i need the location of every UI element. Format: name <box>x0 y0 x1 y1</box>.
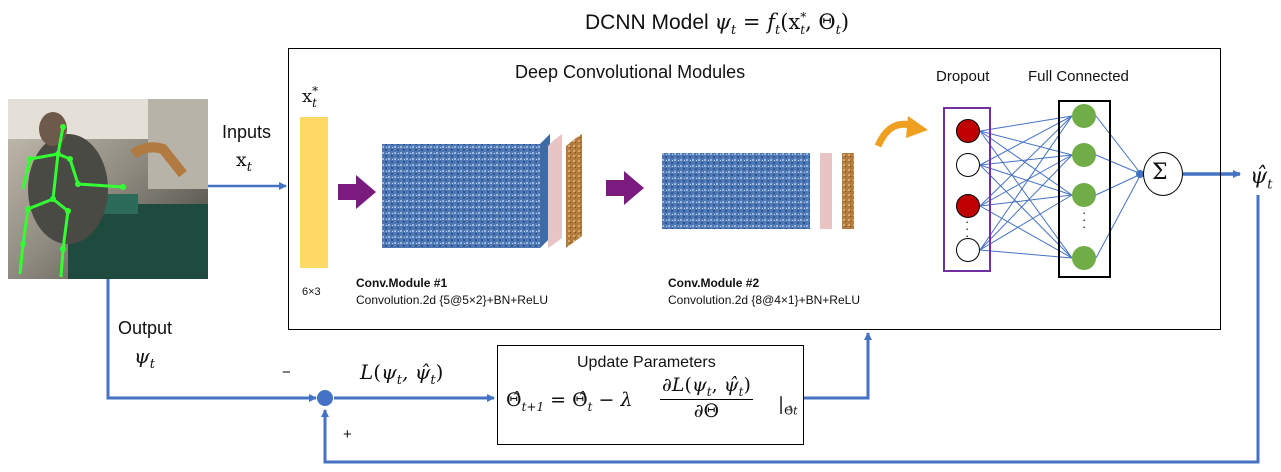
conv-module-2-block <box>662 153 854 229</box>
purple-right-arrow <box>606 171 644 205</box>
fc-neuron <box>1072 246 1096 270</box>
output-line <box>106 278 317 402</box>
sum-symbol: Σ <box>1152 160 1168 185</box>
dropout-neuron-active <box>956 119 980 143</box>
dropout-layer <box>943 107 991 272</box>
fc-neuron <box>1072 183 1096 207</box>
dropout-label: Dropout <box>936 68 990 85</box>
orange-curved-arrow <box>874 116 928 148</box>
conv1-desc: Convolution.2d {5@5×2}+BN+ReLU <box>356 293 548 307</box>
dcnn-model-box <box>288 48 1221 330</box>
skeleton-tracking-photo <box>8 99 208 279</box>
input-vector-label: x*t <box>302 84 319 110</box>
dropout-neuron-dropped <box>956 153 980 177</box>
purple-right-arrow <box>338 175 376 209</box>
modules-title: Deep Convolutional Modules <box>515 62 746 82</box>
update-arrow <box>804 332 872 400</box>
sum-node <box>1143 152 1183 196</box>
feedback-line <box>321 195 1260 464</box>
conv2-desc: Convolution.2d {8@4×1}+BN+ReLU <box>668 293 860 307</box>
summing-node <box>317 390 333 406</box>
dropout-neuron-dropped <box>956 238 980 262</box>
fc-neuron <box>1072 143 1096 167</box>
conv-module-1-block <box>382 134 582 248</box>
dropout-neuron-active <box>956 194 980 218</box>
fully-connected-layer <box>1058 100 1111 278</box>
loss-label: L(ψt, ψ̂t) <box>360 360 444 388</box>
update-evaluated-at: |Θ̂t <box>778 394 798 418</box>
title-prefix: DCNN Model <box>585 11 715 34</box>
fc-neuron <box>1072 104 1096 128</box>
prediction-symbol: ψ̂t <box>1250 164 1273 193</box>
conv2-name: Conv.Module #2 <box>668 276 760 290</box>
fc-ellipsis: ··· <box>1082 205 1087 234</box>
plus-sign: + <box>343 426 352 443</box>
diagram-title: DCNN Model ψt = ft(x*t, Θt) <box>585 10 850 39</box>
update-fraction: ∂L(ψt, ψ̂t) ∂Θ <box>660 374 753 422</box>
minus-sign: − <box>282 364 291 381</box>
input-vector-bar <box>300 117 328 268</box>
inputs-symbol: xt <box>236 149 252 175</box>
update-formula: Θ̂t+1 = Θ̂t − λ <box>506 389 633 414</box>
fc-label: Full Connected <box>1028 68 1129 85</box>
input-dim-label: 6×3 <box>302 286 321 298</box>
output-symbol: ψt <box>134 344 155 372</box>
update-parameters-box <box>497 345 804 445</box>
output-label: Output <box>118 318 173 338</box>
dense-connections <box>979 115 1142 259</box>
dropout-ellipsis: ··· <box>965 214 970 243</box>
inputs-label: Inputs <box>222 122 272 142</box>
conv1-name: Conv.Module #1 <box>356 276 448 290</box>
update-title: Update Parameters <box>577 354 716 371</box>
